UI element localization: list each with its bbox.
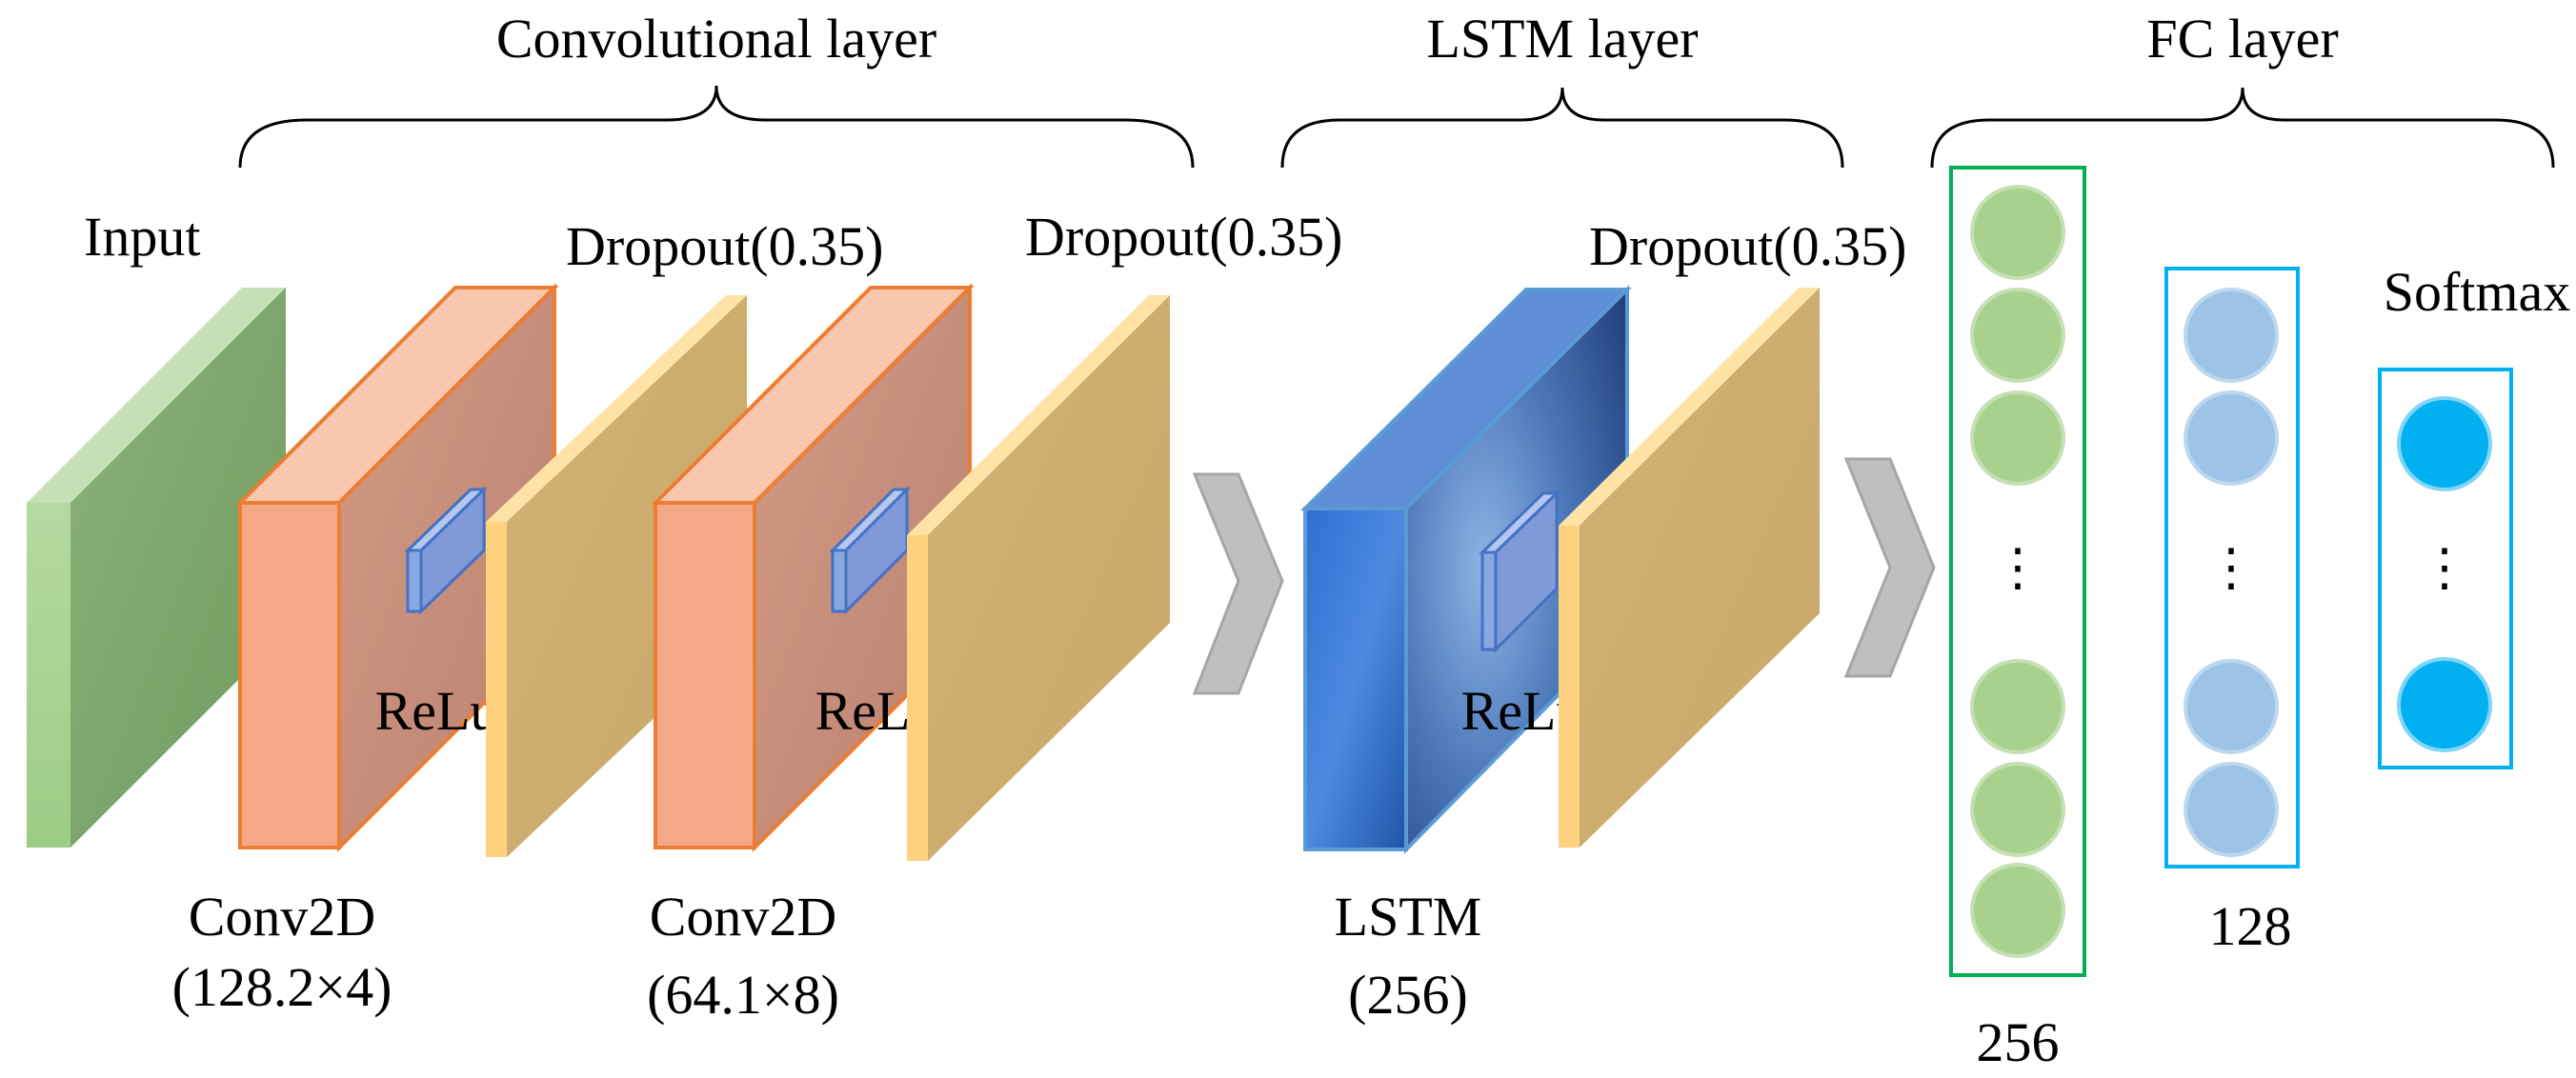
fc-256-node [1970, 863, 2065, 958]
relu-3-block [1479, 489, 1560, 653]
fc-256-box [1949, 166, 2086, 977]
fc-256-node [1970, 288, 2065, 383]
fc-128-ellipsis: ⋮ [2205, 539, 2257, 596]
fc-256-ellipsis: ⋮ [1992, 539, 2043, 596]
relu-2-block [829, 486, 911, 615]
fc-128-box [2164, 267, 2300, 868]
conv-layer-title: Convolutional layer [496, 8, 936, 70]
fc-128-nodes [2184, 288, 2279, 857]
dropout-3-label: Dropout(0.35) [1589, 215, 1906, 277]
input-label: Input [84, 206, 200, 268]
lstm-units: (256) [1348, 964, 1468, 1026]
fc-256-units: 256 [1977, 1011, 2060, 1073]
fc-128-node [2184, 659, 2279, 754]
forward-arrow-1 [1192, 472, 1284, 695]
dropout-2-block [907, 295, 1170, 861]
fc-128-node [2184, 288, 2279, 383]
dropout-2-label: Dropout(0.35) [1025, 206, 1342, 268]
fc-128-node [2184, 762, 2279, 857]
fc-128-units: 128 [2209, 895, 2292, 957]
fc-256-node [1970, 659, 2065, 754]
lstm-layer-brace [1280, 87, 1844, 169]
fc-256-node [1970, 185, 2065, 280]
fc-layer-brace [1930, 87, 2555, 169]
lstm-name: LSTM [1335, 886, 1482, 948]
input-block [27, 288, 286, 848]
relu-1-block [404, 486, 488, 615]
fc-layer-title: FC layer [2146, 8, 2338, 70]
dropout-3-block [1559, 288, 1820, 848]
softmax-label: Softmax [2384, 261, 2571, 323]
conv2d-1-shape: (128.2×4) [172, 956, 392, 1018]
relu-1-label: ReLu [375, 680, 498, 742]
fc-256-node [1970, 390, 2065, 486]
conv2d-2-name: Conv2D [650, 886, 837, 948]
forward-arrow-2 [1843, 457, 1936, 678]
conv-layer-brace [238, 85, 1195, 169]
softmax-node [2397, 657, 2492, 752]
dropout-1-block [486, 295, 747, 857]
softmax-ellipsis: ⋮ [2419, 539, 2470, 596]
dropout-1-label: Dropout(0.35) [566, 215, 883, 277]
softmax-node [2397, 396, 2492, 491]
softmax-nodes [2397, 396, 2492, 752]
conv2d-1-name: Conv2D [189, 886, 376, 948]
softmax-box [2378, 368, 2513, 769]
fc-256-nodes [1970, 185, 2065, 958]
lstm-layer-title: LSTM layer [1426, 8, 1698, 70]
fc-256-node [1970, 762, 2065, 857]
fc-128-node [2184, 390, 2279, 486]
conv2d-2-shape: (64.1×8) [647, 964, 839, 1026]
